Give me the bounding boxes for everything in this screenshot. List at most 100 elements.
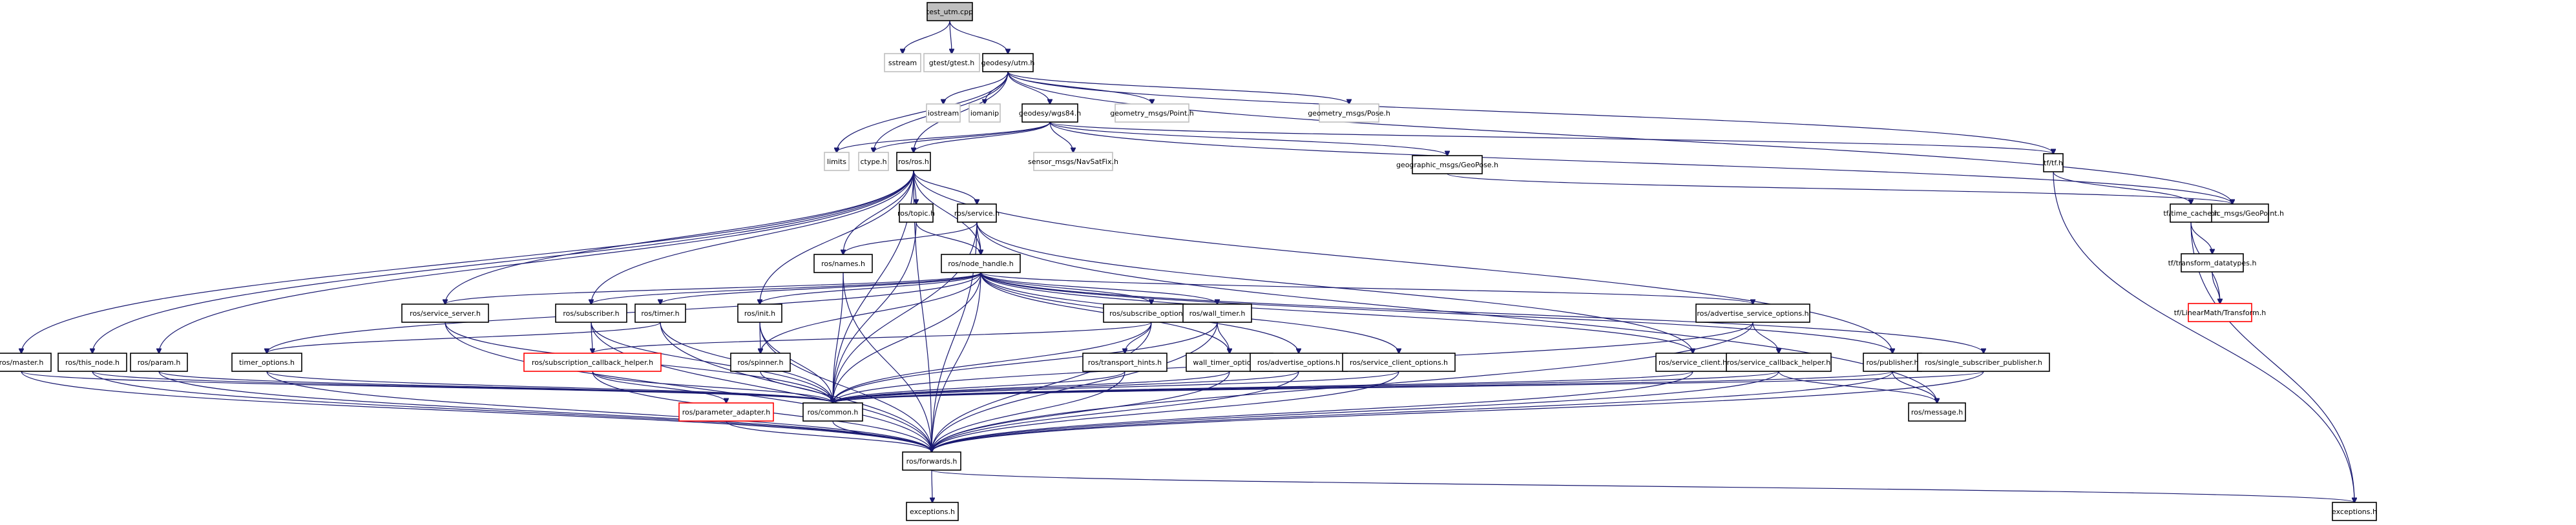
node-ctype: ctype.h: [858, 152, 889, 171]
node-box: [982, 53, 1034, 72]
edge-path: [833, 322, 1218, 403]
node-timer-opts[interactable]: timer_options.h: [231, 353, 302, 372]
edge-path: [21, 170, 914, 353]
node-label: sstream: [888, 59, 917, 67]
node-spinner[interactable]: ros/spinner.h: [730, 353, 791, 372]
node-label: ros/spinner.h: [738, 358, 784, 367]
node-message[interactable]: ros/message.h: [1908, 402, 1966, 422]
node-advertise-opts[interactable]: ros/advertise_options.h: [1250, 353, 1348, 372]
node-label: ros/single_subscriber_publisher.h: [1925, 358, 2042, 367]
edge-path: [833, 371, 1984, 403]
edge-srv_client_opts-to-common: [833, 371, 1399, 403]
node-geopose[interactable]: geographic_msgs/GeoPose.h: [1396, 155, 1498, 174]
edge-path: [980, 272, 1753, 304]
node-param[interactable]: ros/param.h: [130, 353, 188, 372]
edge-node_handle-to-subscribe_opts: [980, 272, 1151, 304]
edge-tf-to-exceptions_tf: [2053, 171, 2354, 502]
node-utm[interactable]: geodesy/utm.h: [981, 53, 1035, 72]
edge-node_handle-to-common: [833, 272, 981, 403]
node-label: ros/timer.h: [641, 309, 679, 318]
edge-path: [591, 272, 981, 304]
edge-path: [158, 371, 833, 403]
node-box: [899, 203, 934, 223]
node-timer[interactable]: ros/timer.h: [634, 304, 686, 323]
node-label: ros/parameter_adapter.h: [682, 408, 771, 417]
node-label: test_utm.cpp: [927, 8, 973, 16]
node-box: [1655, 353, 1730, 372]
node-lm-transform[interactable]: tf/LinearMath/Transform.h: [2174, 303, 2267, 322]
edge-geopose-to-geopoint: [1447, 173, 2232, 204]
node-label: wall_timer_options.h: [1193, 358, 1266, 367]
node-tf[interactable]: tf/tf.h: [2043, 153, 2064, 172]
node-label: ros/publisher.h: [1867, 358, 1919, 367]
edge-path: [1007, 71, 1050, 104]
edge-ros-to-publisher: [913, 170, 1892, 353]
node-this-node[interactable]: ros/this_node.h: [58, 353, 127, 372]
edge-wgs84-to-tf: [1049, 121, 2053, 154]
node-time-cache[interactable]: tf/time_cache.h: [2163, 203, 2219, 223]
edge-srv_cb_helper-to-common: [833, 371, 1779, 403]
node-service[interactable]: ros/service.h: [954, 203, 1000, 223]
node-label: geometry_msgs/Pose.h: [1308, 109, 1390, 118]
node-wall-timer[interactable]: ros/wall_timer.h: [1182, 304, 1252, 323]
edge-path: [833, 272, 844, 403]
edge-path: [1007, 71, 2232, 204]
edge-path: [1447, 173, 2232, 204]
node-param-adapter[interactable]: ros/parameter_adapter.h: [678, 402, 774, 422]
edge-topic-to-node_handle: [916, 221, 981, 254]
node-label: geometry_msgs/Point.h: [1110, 109, 1193, 118]
edge-path: [592, 371, 726, 403]
node-label: ros/master.h: [0, 358, 43, 367]
node-box: [927, 2, 973, 21]
node-box: [1250, 353, 1348, 372]
node-topic[interactable]: ros/topic.h: [897, 203, 935, 223]
node-wgs84[interactable]: geodesy/wgs84.h: [1019, 103, 1081, 123]
edge-wgs84-to-limits: [837, 121, 1051, 152]
edge-path: [913, 170, 981, 254]
node-transport-hints[interactable]: ros/transport_hints.h: [1082, 353, 1168, 372]
edge-subscribe_opts-to-common: [833, 322, 1152, 403]
node-box: [802, 402, 863, 422]
node-subscriber[interactable]: ros/subscriber.h: [555, 304, 627, 323]
node-exceptions-tf[interactable]: exceptions.h: [2332, 502, 2377, 521]
node-common[interactable]: ros/common.h: [802, 402, 863, 422]
node-service-client[interactable]: ros/service_client.h: [1655, 353, 1730, 372]
node-srv-cb-helper[interactable]: ros/service_callback_helper.h: [1726, 353, 1832, 372]
edge-path: [445, 272, 981, 304]
node-service-server[interactable]: ros/service_server.h: [401, 304, 489, 323]
node-ros[interactable]: ros/ros.h: [896, 152, 931, 171]
edge-test_utm-to-utm: [949, 20, 1008, 54]
edge-path: [980, 272, 1217, 304]
node-srv-client-opts[interactable]: ros/service_client_options.h: [1342, 353, 1456, 372]
edge-path: [931, 469, 2354, 502]
node-node-handle[interactable]: ros/node_handle.h: [941, 254, 1021, 273]
node-box: [1695, 304, 1810, 323]
edge-common-to-forwards: [832, 420, 932, 452]
node-master[interactable]: ros/master.h: [0, 353, 52, 372]
node-forwards[interactable]: ros/forwards.h: [902, 451, 961, 471]
node-publisher[interactable]: ros/publisher.h: [1863, 353, 1922, 372]
edge-path: [932, 371, 1230, 452]
edge-path: [914, 121, 1051, 152]
node-adv-srv-opts[interactable]: ros/advertise_service_options.h: [1695, 304, 1810, 323]
node-names[interactable]: ros/names.h: [813, 254, 873, 273]
node-iomanip: iomanip: [969, 103, 1001, 123]
node-sstream: sstream: [884, 53, 921, 72]
edge-path: [591, 170, 914, 304]
edge-path: [760, 272, 981, 304]
node-box: [401, 304, 489, 323]
edge-subscribe_opts-to-forwards: [932, 322, 1152, 452]
node-single-sub-pub[interactable]: ros/single_subscriber_publisher.h: [1917, 353, 2050, 372]
node-test-utm[interactable]: test_utm.cpp: [927, 2, 973, 21]
node-box: [130, 353, 188, 372]
node-label: ros/service_server.h: [410, 309, 481, 318]
edge-publisher-to-common: [833, 371, 1893, 403]
edge-node_handle-to-service_client: [980, 272, 1693, 353]
node-init[interactable]: ros/init.h: [737, 304, 782, 323]
node-exceptions-ros[interactable]: exceptions.h: [906, 502, 959, 521]
node-label: ros/message.h: [1911, 408, 1963, 417]
node-transform-dt[interactable]: tf/transform_datatypes.h: [2168, 253, 2257, 273]
edge-path: [592, 371, 833, 403]
node-label: ros/advertise_service_options.h: [1697, 309, 1808, 318]
node-sub-cb-helper[interactable]: ros/subscription_callback_helper.h: [523, 353, 662, 372]
